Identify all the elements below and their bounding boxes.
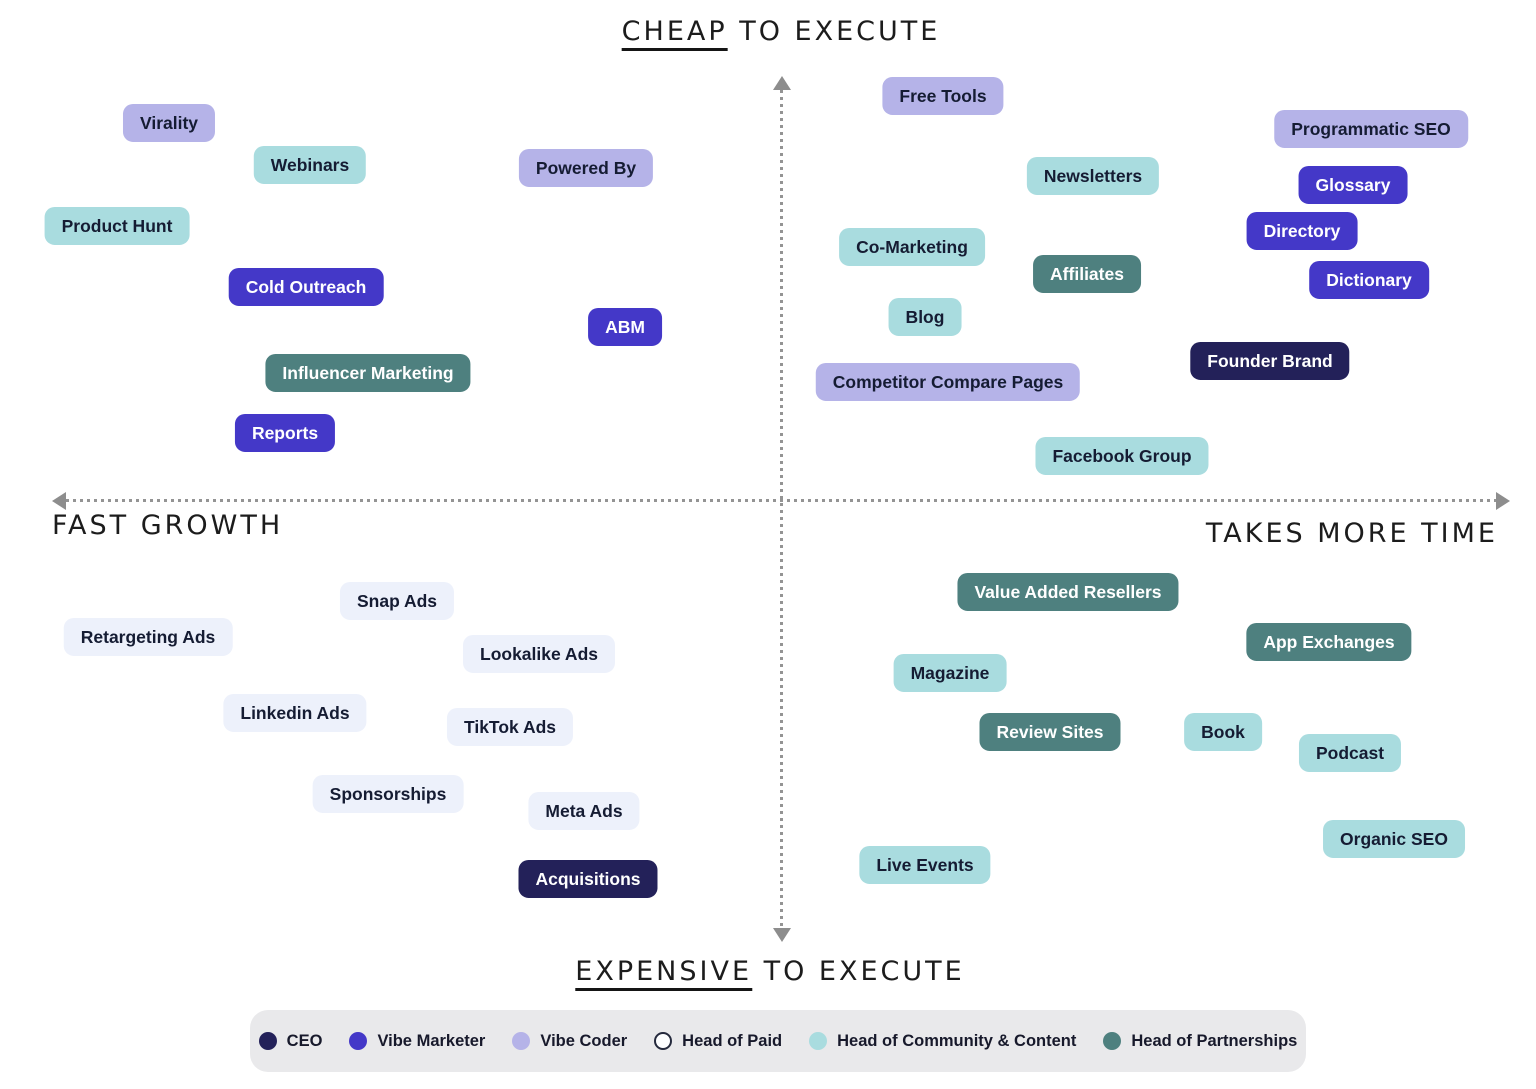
matrix-pill: Glossary	[1298, 165, 1408, 205]
matrix-pill: Directory	[1246, 211, 1358, 251]
vertical-axis-line	[780, 90, 783, 930]
matrix-pill: Webinars	[253, 145, 367, 185]
legend-item-label: Vibe Marketer	[377, 1031, 486, 1050]
matrix-pill: Live Events	[859, 845, 991, 885]
matrix-pill: Product Hunt	[44, 206, 190, 246]
matrix-pill: Retargeting Ads	[63, 617, 233, 657]
matrix-pill: Blog	[888, 297, 962, 337]
arrow-right-icon	[1496, 492, 1510, 510]
matrix-pill: Sponsorships	[312, 774, 464, 814]
matrix-pill: Virality	[122, 103, 216, 143]
matrix-pill: Facebook Group	[1035, 436, 1209, 476]
matrix-pill: Podcast	[1298, 733, 1402, 773]
matrix-pill: Snap Ads	[339, 581, 455, 621]
axis-title-fast-growth: FAST GROWTH	[52, 510, 284, 541]
matrix-pill: Influencer Marketing	[265, 353, 471, 393]
legend-item: CEO	[258, 1031, 323, 1051]
legend-item: Vibe Marketer	[349, 1032, 485, 1051]
legend-item-label: CEO	[286, 1031, 323, 1050]
legend-item-label: Head of Partnerships	[1131, 1031, 1298, 1050]
axis-title-expensive-emphasis: EXPENSIVE	[575, 956, 753, 991]
matrix-pill: Cold Outreach	[228, 267, 384, 307]
axis-title-expensive: EXPENSIVE TO EXECUTE	[575, 956, 965, 991]
matrix-pill: Founder Brand	[1190, 341, 1350, 381]
matrix-pill: Book	[1184, 712, 1262, 752]
axis-title-cheap: CHEAP TO EXECUTE	[621, 16, 941, 51]
legend-swatch-icon	[809, 1032, 828, 1050]
arrow-down-icon	[773, 928, 791, 942]
matrix-pill: Magazine	[893, 653, 1007, 693]
legend-swatch-icon	[512, 1032, 531, 1050]
matrix-pill: Powered By	[518, 148, 654, 188]
legend-item-label: Head of Paid	[682, 1031, 783, 1050]
matrix-pill: Affiliates	[1033, 254, 1141, 294]
matrix-pill: ABM	[588, 307, 662, 347]
axis-title-cheap-emphasis: CHEAP	[621, 16, 728, 51]
legend-swatch-icon	[349, 1032, 368, 1050]
axis-title-takes-more-time: TAKES MORE TIME	[1205, 518, 1498, 549]
matrix-pill: App Exchanges	[1246, 622, 1412, 662]
axis-title-expensive-rest: TO EXECUTE	[752, 956, 965, 987]
legend-swatch-icon	[1103, 1032, 1122, 1050]
legend-item: Head of Paid	[654, 1032, 782, 1051]
arrow-left-icon	[52, 492, 66, 510]
legend-item: Head of Community & Content	[809, 1032, 1076, 1051]
matrix-pill: Competitor Compare Pages	[815, 362, 1081, 402]
matrix-pill: Reports	[234, 413, 336, 453]
axis-title-cheap-rest: TO EXECUTE	[727, 16, 941, 47]
matrix-pill: Organic SEO	[1323, 819, 1465, 859]
matrix-pill: Co-Marketing	[839, 227, 985, 267]
arrow-up-icon	[773, 76, 791, 90]
matrix-pill: Acquisitions	[518, 859, 658, 899]
matrix-pill: TikTok Ads	[446, 707, 574, 747]
matrix-pill: Meta Ads	[528, 791, 640, 831]
matrix-pill: Newsletters	[1026, 156, 1160, 196]
legend-swatch-icon	[654, 1032, 673, 1050]
matrix-pill: Dictionary	[1309, 260, 1429, 300]
matrix-pill: Programmatic SEO	[1274, 109, 1468, 149]
legend-item-label: Head of Community & Content	[837, 1031, 1077, 1050]
legend: CEO Vibe Marketer Vibe Coder Head of Paid He…	[250, 1010, 1306, 1072]
legend-item: Vibe Coder	[512, 1032, 627, 1051]
matrix-pill: Linkedin Ads	[223, 693, 367, 733]
legend-item: Head of Partnerships	[1103, 1032, 1297, 1051]
legend-swatch-icon	[258, 1032, 277, 1050]
legend-item-label: Vibe Coder	[540, 1031, 628, 1050]
horizontal-axis-line	[66, 499, 1498, 502]
matrix-pill: Free Tools	[882, 76, 1004, 116]
matrix-pill: Review Sites	[979, 712, 1121, 752]
matrix-pill: Lookalike Ads	[463, 634, 615, 674]
matrix-pill: Value Added Resellers	[957, 572, 1179, 612]
